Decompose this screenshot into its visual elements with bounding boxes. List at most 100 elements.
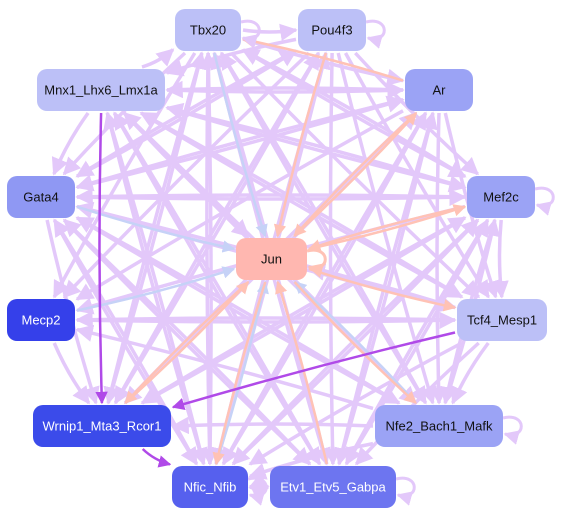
- edge-jun-to-ar: [293, 112, 418, 237]
- node-box-nfe2: [375, 405, 503, 447]
- node-label-mef2c: Mef2c: [483, 189, 519, 204]
- node-box-jun: [236, 238, 307, 280]
- edge-nfe2-to-gata4: [75, 216, 400, 405]
- self-loop-pou4f3: [365, 19, 386, 49]
- self-loop-nfic: [247, 476, 268, 506]
- node-mnx1[interactable]: Mnx1_Lhx6_Lmx1a: [37, 69, 165, 111]
- edge-nfe2-to-mecp2: [75, 324, 374, 411]
- edge-mef2c-to-tcf4: [491, 219, 509, 299]
- edge-mnx1-to-tbx20: [141, 48, 175, 69]
- edge-tbx20-to-nfe2: [219, 52, 428, 405]
- node-box-wrnip1: [33, 405, 171, 447]
- edge-gata4-to-jun: [76, 205, 236, 253]
- edge-jun-to-tcf4: [308, 267, 457, 312]
- edge-mecp2-to-wrnip1: [52, 342, 91, 405]
- node-mecp2[interactable]: Mecp2: [7, 299, 75, 341]
- node-label-mnx1: Mnx1_Lhx6_Lmx1a: [44, 82, 158, 97]
- node-nfic[interactable]: Nfic_Nfib: [172, 466, 248, 508]
- edge-nfe2-to-jun: [293, 281, 417, 404]
- edge-mecp2-to-tcf4: [76, 311, 457, 330]
- edge-ar-to-tbx20: [241, 35, 404, 82]
- edge-etv1-to-mnx1: [112, 111, 322, 465]
- edge-mef2c-to-mnx1: [165, 102, 466, 190]
- node-label-nfe2: Nfe2_Bach1_Mafk: [386, 418, 493, 433]
- node-label-pou4f3: Pou4f3: [311, 22, 352, 37]
- edge-mef2c-to-tbx20: [241, 48, 466, 178]
- edge-mef2c-to-wrnip1: [140, 216, 466, 405]
- self-loop-mef2c: [534, 186, 555, 216]
- node-box-mef2c: [467, 176, 535, 218]
- node-gata4[interactable]: Gata4: [7, 176, 75, 218]
- node-label-jun: Jun: [261, 251, 282, 266]
- edge-wrnip1-to-nfic: [141, 448, 172, 468]
- edge-etv1-to-ar: [337, 111, 438, 465]
- node-label-nfic: Nfic_Nfib: [184, 479, 237, 494]
- self-loop-tbx20: [240, 19, 261, 49]
- node-tbx20[interactable]: Tbx20: [175, 9, 241, 51]
- edge-ar-to-mnx1: [165, 80, 404, 99]
- edge-etv1-to-mef2c: [344, 218, 490, 465]
- edge-etv1-to-jun: [275, 280, 329, 465]
- node-label-tcf4: Tcf4_Mesp1: [467, 312, 537, 327]
- edge-tcf4-to-nfe2: [451, 341, 490, 405]
- node-ar[interactable]: Ar: [405, 69, 473, 111]
- edge-mnx1-to-etv1: [112, 112, 322, 466]
- edge-jun-to-nfic: [212, 281, 267, 466]
- node-nfe2[interactable]: Nfe2_Bach1_Mafk: [375, 405, 503, 447]
- node-tcf4[interactable]: Tcf4_Mesp1: [457, 299, 547, 341]
- edge-mnx1-to-tcf4: [140, 111, 464, 299]
- node-jun[interactable]: Jun: [236, 238, 307, 280]
- edge-mnx1-to-mef2c: [166, 106, 467, 193]
- edge-pou4f3-to-wrnip1: [113, 52, 321, 405]
- edge-pou4f3-to-jun: [273, 52, 328, 238]
- edge-mecp2-to-jun: [76, 266, 236, 312]
- edge-tcf4-to-mecp2: [75, 310, 456, 329]
- edge-tcf4-to-mnx1: [139, 111, 463, 299]
- node-wrnip1[interactable]: Wrnip1_Mta3_Rcor1: [33, 405, 171, 447]
- node-etv1[interactable]: Etv1_Etv5_Gabpa: [270, 466, 396, 508]
- node-box-tbx20: [175, 9, 241, 51]
- edge-ar-to-jun: [293, 112, 418, 237]
- edge-mef2c-to-jun: [307, 205, 466, 252]
- edge-tbx20-to-jun: [213, 52, 268, 238]
- edge-jun-to-wrnip1: [124, 281, 250, 404]
- edge-gata4-to-nfe2: [76, 216, 401, 405]
- node-box-tcf4: [457, 299, 547, 341]
- node-label-tbx20: Tbx20: [190, 22, 226, 37]
- edge-nfic-to-tbx20: [199, 51, 218, 465]
- self-loops-layer: [240, 19, 555, 506]
- edge-wrnip1-to-jun: [124, 281, 250, 404]
- self-loop-nfe2: [502, 415, 523, 445]
- edge-nfic-to-ar: [221, 111, 428, 465]
- node-box-pou4f3: [298, 9, 366, 51]
- self-loop-etv1: [395, 476, 416, 506]
- edge-jun-to-nfe2: [293, 281, 417, 404]
- node-label-wrnip1: Wrnip1_Mta3_Rcor1: [43, 418, 162, 433]
- node-box-mnx1: [37, 69, 165, 111]
- edge-tcf4-to-wrnip1: [171, 331, 456, 411]
- edge-tbx20-to-nfic: [200, 52, 219, 466]
- node-mef2c[interactable]: Mef2c: [467, 176, 535, 218]
- edge-wrnip1-to-pou4f3: [113, 51, 321, 404]
- edge-nfe2-to-nfic: [248, 441, 374, 480]
- edge-mnx1-to-gata4: [51, 111, 90, 176]
- edge-nfe2-to-tbx20: [219, 51, 428, 404]
- edge-mnx1-to-wrnip1: [95, 112, 108, 405]
- edge-tcf4-to-jun: [307, 263, 456, 310]
- node-box-ar: [405, 69, 473, 111]
- edge-nfic-to-mnx1: [103, 111, 206, 465]
- node-label-gata4: Gata4: [23, 189, 58, 204]
- edge-pou4f3-to-etv1: [323, 52, 342, 466]
- node-pou4f3[interactable]: Pou4f3: [298, 9, 366, 51]
- edge-etv1-to-gata4: [62, 218, 312, 466]
- self-loop-jun: [306, 248, 327, 278]
- edge-mef2c-to-gata4: [75, 187, 466, 206]
- node-box-nfic: [172, 466, 248, 508]
- edge-jun-to-mef2c: [308, 204, 467, 251]
- node-box-gata4: [7, 176, 75, 218]
- node-label-mecp2: Mecp2: [21, 312, 60, 327]
- edge-nfic-to-gata4: [52, 218, 199, 465]
- edge-tbx20-to-pou4f3: [242, 23, 298, 42]
